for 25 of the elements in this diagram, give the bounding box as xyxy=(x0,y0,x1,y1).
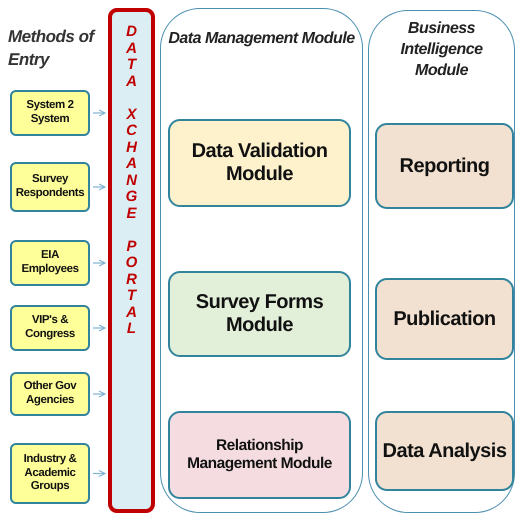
module-box: Data Analysis xyxy=(375,411,514,491)
arrow xyxy=(93,183,106,191)
arrow xyxy=(93,259,106,267)
portal-bar xyxy=(108,8,155,513)
module-box: Data Validation Module xyxy=(168,119,351,207)
portal-label: DATA XCHANGE PORTAL xyxy=(124,24,138,339)
section-heading: Methods of Entry xyxy=(8,26,94,71)
module-heading: Business Intelligence Module xyxy=(399,19,484,81)
module-box: Publication xyxy=(375,278,514,360)
module-panel xyxy=(368,10,515,513)
module-box: Relationship Management Module xyxy=(168,411,351,499)
entry-box: Industry & Academic Groups xyxy=(10,443,90,504)
entry-box: EIA Employees xyxy=(10,240,90,286)
entry-box: System 2 System xyxy=(10,90,90,136)
arrow xyxy=(93,470,106,478)
entry-box: Other Gov Agencies xyxy=(10,372,90,416)
arrow xyxy=(93,324,106,332)
module-heading: Data Management Module xyxy=(167,29,356,49)
arrow xyxy=(93,390,106,398)
entry-box: Survey Respondents xyxy=(10,162,90,212)
arrow xyxy=(93,109,106,117)
module-box: Survey Forms Module xyxy=(168,271,351,357)
entry-box: VIP's & Congress xyxy=(10,305,90,351)
module-box: Reporting xyxy=(375,123,514,209)
module-panel xyxy=(160,8,363,513)
